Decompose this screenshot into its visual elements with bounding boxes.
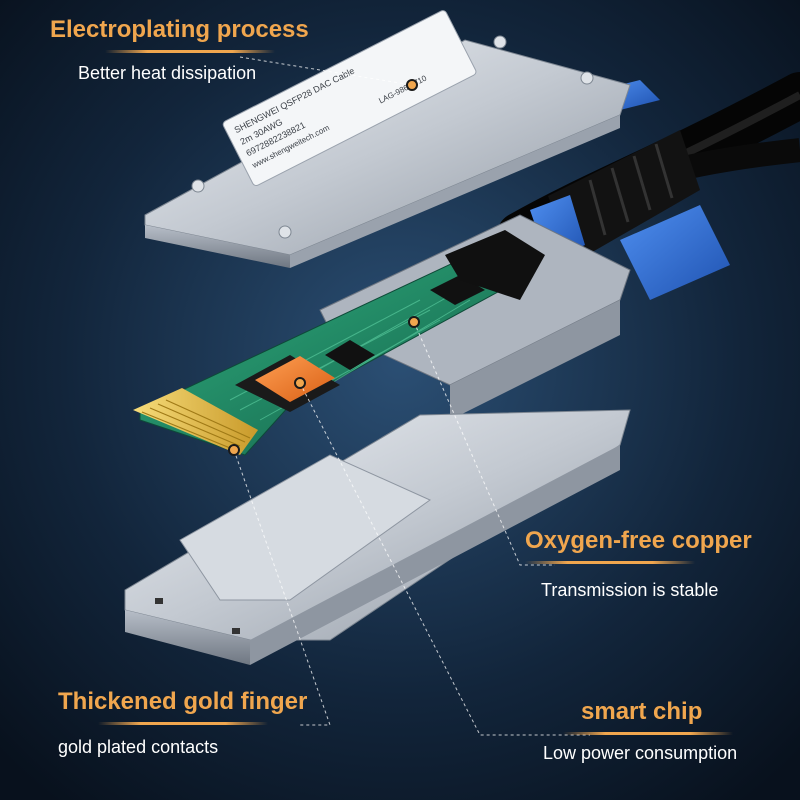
leader-electroplating	[239, 56, 413, 86]
screw-icon	[493, 35, 507, 49]
callout-electroplating-subtitle: Better heat dissipation	[78, 63, 257, 83]
callout-gold-finger: Thickened gold finger gold plated contac…	[58, 688, 307, 758]
marker-dots	[228, 79, 420, 456]
callout-underline	[563, 732, 733, 735]
callout-electroplating-title: Electroplating process	[50, 16, 309, 43]
leader-gold	[233, 449, 331, 726]
callout-chip-subtitle: Low power consumption	[543, 743, 738, 763]
leader-lines	[233, 56, 590, 736]
callout-gold-finger-title: Thickened gold finger	[58, 688, 308, 715]
bottom-housing	[124, 409, 631, 665]
leader-chip	[299, 382, 590, 736]
smart-chip	[235, 355, 340, 412]
callout-underline	[98, 722, 268, 725]
callout-gold-finger-subtitle: gold plated contacts	[58, 737, 219, 757]
gold-finger-contacts	[133, 388, 258, 455]
callout-underline	[105, 50, 275, 53]
callout-copper-title: Oxygen-free copper	[525, 527, 752, 554]
marker-dot	[406, 79, 418, 91]
callout-chip-title: smart chip	[581, 698, 703, 725]
pcb-board	[133, 230, 545, 456]
marker-dot	[294, 377, 306, 389]
strain-relief	[548, 130, 700, 262]
marker-dot	[228, 444, 240, 456]
marker-dot	[408, 316, 420, 328]
callout-copper-subtitle: Transmission is stable	[541, 580, 719, 600]
callout-chip: smart chip Low power consumption	[543, 698, 737, 764]
callout-copper: Oxygen-free copper Transmission is stabl…	[525, 527, 752, 601]
callout-underline	[525, 561, 695, 564]
callout-electroplating: Electroplating process Better heat dissi…	[50, 16, 309, 84]
screw-icon	[580, 71, 594, 85]
leader-copper	[413, 321, 555, 566]
screw-icon	[191, 179, 205, 193]
screw-icon	[278, 225, 292, 239]
